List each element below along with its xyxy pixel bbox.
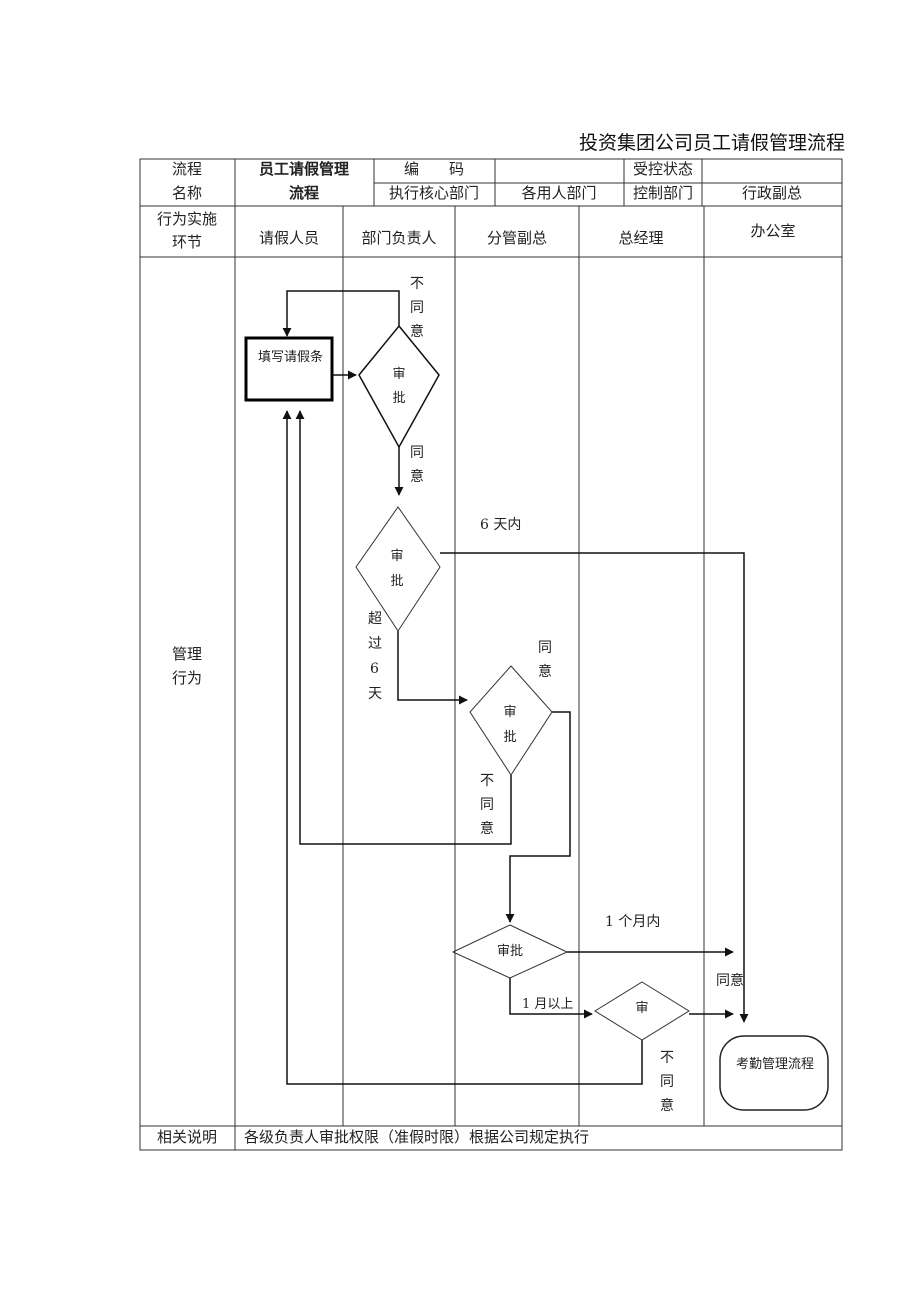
table-grid [139, 158, 843, 1151]
exec-dept-value: 各用人部门 [521, 184, 597, 202]
label-over-1-month: 1 月以上 [522, 997, 574, 1012]
code-label: 编 码 [403, 160, 465, 178]
arrow-review4-over-month [509, 978, 593, 1019]
attendance-process-box [719, 1035, 829, 1111]
control-dept-value: 行政副总 [741, 184, 803, 202]
attendance-process-text: 考勤管理流程 [736, 1057, 815, 1072]
flow-connectors [282, 290, 749, 1085]
label-disagree-3: 不同意 [660, 1050, 674, 1114]
review-1-text-b: 批 [392, 391, 406, 406]
lane-header-label-1: 行为实施 [156, 210, 218, 228]
review-2-text-b: 批 [390, 574, 404, 589]
label-agree-2: 同意 [538, 640, 552, 680]
review-1-text-a: 审 [392, 367, 406, 382]
review-3-text-b: 批 [503, 730, 517, 745]
header-name-label-1: 流程 [171, 160, 203, 178]
footer-label: 相关说明 [156, 1128, 218, 1146]
document-title: 投资集团公司员工请假管理流程 [578, 132, 845, 154]
process-name-line-2: 流程 [288, 184, 320, 202]
lane-name-applicant: 请假人员 [258, 229, 320, 247]
arrow-review2-over6 [397, 631, 468, 705]
lane-name-office: 办公室 [750, 222, 796, 240]
section-label-1: 管理 [171, 645, 203, 663]
label-agree-3: 同意 [716, 973, 744, 989]
section-label-2: 行为 [171, 669, 203, 687]
label-disagree-1: 不同意 [410, 276, 424, 340]
arrow-review2-within6 [440, 552, 749, 1023]
label-within-6-days: 6 天内 [480, 517, 522, 533]
review-5-text: 审 [635, 1001, 649, 1016]
arrow-review5-disagree [282, 410, 643, 1085]
label-over-6-days-3: 6 [370, 661, 379, 677]
label-agree-1: 同意 [410, 445, 424, 485]
lane-header-label-2: 环节 [171, 233, 203, 251]
process-name-line-1: 员工请假管理 [258, 160, 350, 178]
label-over-6-days-4: 天 [368, 686, 382, 702]
arrow-review3-agree [505, 711, 571, 923]
review-2-text-a: 审 [390, 549, 404, 564]
review-3-text-a: 审 [503, 705, 517, 720]
fill-form-text: 填写请假条 [258, 350, 324, 365]
label-disagree-2: 不同意 [480, 773, 494, 837]
arrow-review3-disagree [295, 410, 512, 845]
fill-form-box [244, 336, 334, 402]
review-diamond-1 [358, 324, 440, 449]
exec-dept-label: 执行核心部门 [388, 184, 480, 202]
review-4-text: 审批 [496, 944, 524, 959]
footer-text: 各级负责人审批权限（准假时限）根据公司规定执行 [244, 1128, 590, 1146]
control-dept-label: 控制部门 [632, 184, 694, 202]
lane-name-dept-head: 部门负责人 [361, 229, 437, 247]
label-over-6-days-2: 过 [368, 636, 382, 652]
lane-name-vp: 分管副总 [486, 229, 548, 247]
arrow-review1-disagree [282, 290, 400, 337]
control-status-label: 受控状态 [632, 160, 694, 178]
label-over-6-days-1: 超 [368, 611, 382, 627]
label-within-1-month: 1 个月内 [605, 914, 661, 930]
header-name-label-2: 名称 [171, 184, 203, 202]
lane-name-gm: 总经理 [618, 229, 664, 247]
